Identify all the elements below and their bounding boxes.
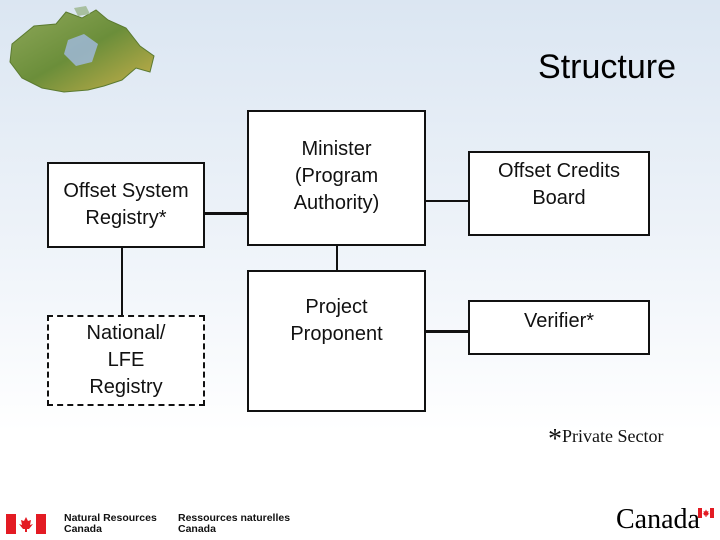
node-offset-system-registry: Offset System Registry* [47, 162, 205, 248]
private-sector-note: *Private Sector [548, 424, 663, 456]
node-verifier: Verifier* [468, 300, 650, 355]
canada-map-image [9, 6, 155, 93]
node-offset-credits-board: Offset Credits Board [468, 151, 650, 236]
canada-flag-icon [6, 514, 46, 534]
canada-wordmark: Canada [616, 504, 700, 535]
department-en-line2: Canada [64, 523, 102, 535]
node-minister-label: Minister (Program Authority) [293, 138, 380, 214]
connector-registry-national [121, 248, 123, 315]
node-national-lfe-registry-label: National/ LFE Registry [86, 322, 166, 398]
node-offset-system-registry-label: Offset System Registry* [63, 180, 189, 229]
connector-registry-minister [205, 212, 247, 215]
slide-title: Structure [538, 48, 676, 86]
wordmark-flag-icon [698, 508, 714, 518]
node-verifier-label: Verifier* [523, 310, 595, 332]
asterisk-mark: * [548, 424, 562, 455]
connector-minister-board [426, 200, 468, 202]
footer: Natural Resources Canada Ressources natu… [0, 500, 720, 540]
node-national-lfe-registry: National/ LFE Registry [47, 315, 205, 406]
node-project-proponent: Project Proponent [247, 270, 426, 412]
department-name-fr: Ressources naturelles Canada [178, 513, 290, 535]
department-name-en: Natural Resources Canada [64, 513, 157, 535]
connector-minister-proponent [336, 246, 338, 270]
department-fr-line1: Ressources naturelles [178, 512, 291, 524]
department-fr-line2: Canada [178, 523, 216, 535]
node-minister: Minister (Program Authority) [247, 110, 426, 246]
node-offset-credits-board-label: Offset Credits Board [498, 160, 620, 209]
department-en-line1: Natural Resources [64, 512, 157, 524]
connector-proponent-verifier [426, 330, 468, 333]
private-sector-text: Private Sector [562, 426, 664, 446]
node-project-proponent-label: Project Proponent [290, 296, 383, 345]
